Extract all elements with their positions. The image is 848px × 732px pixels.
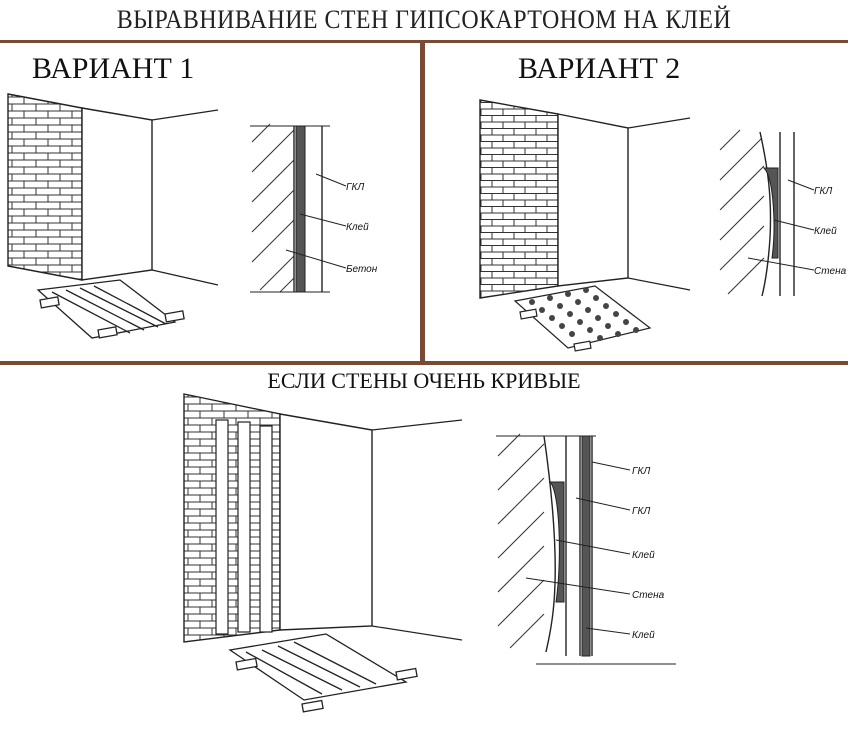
label-wall: Стена xyxy=(632,590,665,601)
drywall-sheet-on-floor xyxy=(36,279,185,339)
label-concrete: Бетон xyxy=(346,264,378,275)
variant-1-room-illustration xyxy=(7,93,219,339)
variant-2-section-diagram: ГКЛ Клей Стена xyxy=(719,129,847,297)
variant-2-title: ВАРИАНТ 2 xyxy=(518,52,681,85)
variant-3-section-diagram: ГКЛ ГКЛ Клей Стена Клей xyxy=(496,433,676,665)
variant-1-section-diagram: ГКЛ Клей Бетон xyxy=(250,123,378,293)
label-gkl: ГКЛ xyxy=(814,186,832,197)
variant-3-room-illustration xyxy=(183,393,463,713)
glue-strips xyxy=(215,419,273,635)
label-glue-1: Клей xyxy=(632,550,655,561)
variant-1-title: ВАРИАНТ 1 xyxy=(32,52,195,85)
drywall-sheet-on-floor xyxy=(228,633,418,713)
label-glue: Клей xyxy=(346,222,369,233)
variant-2-room-illustration xyxy=(479,99,691,352)
label-glue: Клей xyxy=(814,226,837,237)
page-title: ВЫРАВНИВАНИЕ СТЕН ГИПСОКАРТОНОМ НА КЛЕЙ xyxy=(116,5,732,34)
label-gkl-2: ГКЛ xyxy=(632,506,650,517)
label-wall: Стена xyxy=(814,266,847,277)
vertical-divider xyxy=(420,43,425,361)
label-gkl-1: ГКЛ xyxy=(632,466,650,477)
variant-3-title: ЕСЛИ СТЕНЫ ОЧЕНЬ КРИВЫЕ xyxy=(267,368,581,393)
top-divider xyxy=(0,40,848,43)
middle-divider xyxy=(0,361,848,365)
label-glue-2: Клей xyxy=(632,630,655,641)
drywall-sheet-with-glue-dots xyxy=(513,285,652,352)
label-gkl: ГКЛ xyxy=(346,182,364,193)
